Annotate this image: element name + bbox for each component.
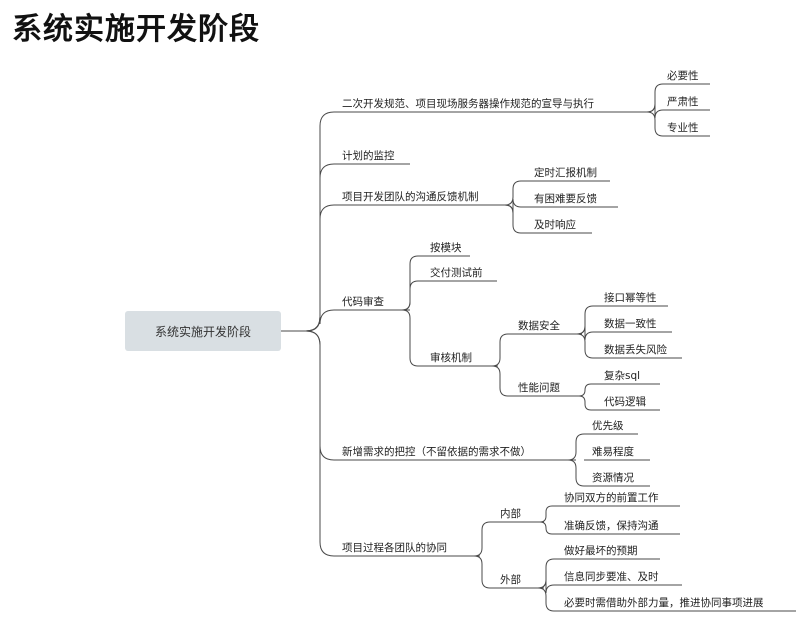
b1-child-connector-3 <box>646 111 664 137</box>
perf-child-connector-1 <box>578 383 592 397</box>
b5-child-label-3: 资源情况 <box>592 471 634 484</box>
security-child-label-1: 接口幂等性 <box>604 291 657 304</box>
b4-child-label-3: 审核机制 <box>430 351 472 364</box>
external-child-label-2: 信息同步要准、及时 <box>564 570 659 583</box>
root-node-label: 系统实施开发阶段 <box>155 324 251 339</box>
security-child-connector-2 <box>576 325 594 341</box>
root-node <box>125 311 281 351</box>
security-child-connector-3 <box>576 333 594 359</box>
internal-child-label-1: 协同双方的前置工作 <box>564 491 659 504</box>
external-child-label-1: 做好最坏的预期 <box>564 544 638 557</box>
b6-child-connector-2 <box>473 555 491 589</box>
branch-label-6: 项目过程各团队的协同 <box>342 541 447 554</box>
review-child-connector-2 <box>491 365 509 397</box>
branch-connector-2 <box>281 163 335 332</box>
perf-child-label-1: 复杂sql <box>604 369 640 382</box>
perf-child-label-2: 代码逻辑 <box>604 395 646 408</box>
b1-child-connector-2 <box>646 103 664 119</box>
b1-child-label-3: 专业性 <box>667 121 699 134</box>
b3-child-connector-1 <box>500 180 522 206</box>
b3-child-label-1: 定时汇报机制 <box>534 166 597 179</box>
branch-connector-5 <box>281 330 335 461</box>
internal-child-connector-1 <box>539 505 553 523</box>
external-child-connector-3 <box>537 587 555 612</box>
b4-child-label-1: 按模块 <box>430 241 462 254</box>
internal-child-label-2: 准确反馈，保持沟通 <box>564 519 659 532</box>
internal-child-connector-2 <box>539 521 553 535</box>
b5-child-connector-1 <box>567 433 585 461</box>
b1-child-label-2: 严肃性 <box>667 95 699 108</box>
b6-child-connector-1 <box>473 521 491 557</box>
b5-child-connector-3 <box>567 459 585 487</box>
perf-child-connector-2 <box>578 395 592 411</box>
branch-label-3: 项目开发团队的沟通反馈机制 <box>342 190 479 203</box>
branch-connector-1 <box>281 111 335 332</box>
review-child-label-2: 性能问题 <box>518 381 560 394</box>
b4-child-connector-3 <box>401 309 419 367</box>
b6-child-label-1: 内部 <box>500 507 521 520</box>
security-child-label-3: 数据丢失风险 <box>604 343 667 356</box>
external-child-label-3: 必要时需借助外部力量，推进协同事项进展 <box>564 596 764 609</box>
b5-child-label-2: 难易程度 <box>592 445 634 458</box>
review-child-connector-1 <box>491 333 509 367</box>
b4-child-label-2: 交付测试前 <box>430 266 483 279</box>
b6-child-label-2: 外部 <box>500 573 521 586</box>
review-child-label-1: 数据安全 <box>518 319 560 332</box>
branch-label-4: 代码审查 <box>342 295 384 308</box>
branch-connector-6 <box>281 330 335 557</box>
external-child-connector-2 <box>537 579 555 594</box>
branch-label-5: 新增需求的把控（不留依据的需求不做） <box>342 445 531 458</box>
page-title: 系统实施开发阶段 <box>12 12 260 47</box>
b1-child-label-1: 必要性 <box>667 69 699 82</box>
security-child-label-2: 数据一致性 <box>604 317 657 330</box>
b3-child-label-2: 有困难要反馈 <box>534 192 597 205</box>
b5-child-label-1: 优先级 <box>592 419 624 432</box>
b3-child-label-3: 及时响应 <box>534 218 576 231</box>
branch-connector-4 <box>281 309 335 332</box>
b3-child-connector-3 <box>500 204 522 234</box>
branch-label-1: 二次开发规范、项目现场服务器操作规范的宣导与执行 <box>342 97 594 110</box>
branch-label-2: 计划的监控 <box>342 149 395 162</box>
